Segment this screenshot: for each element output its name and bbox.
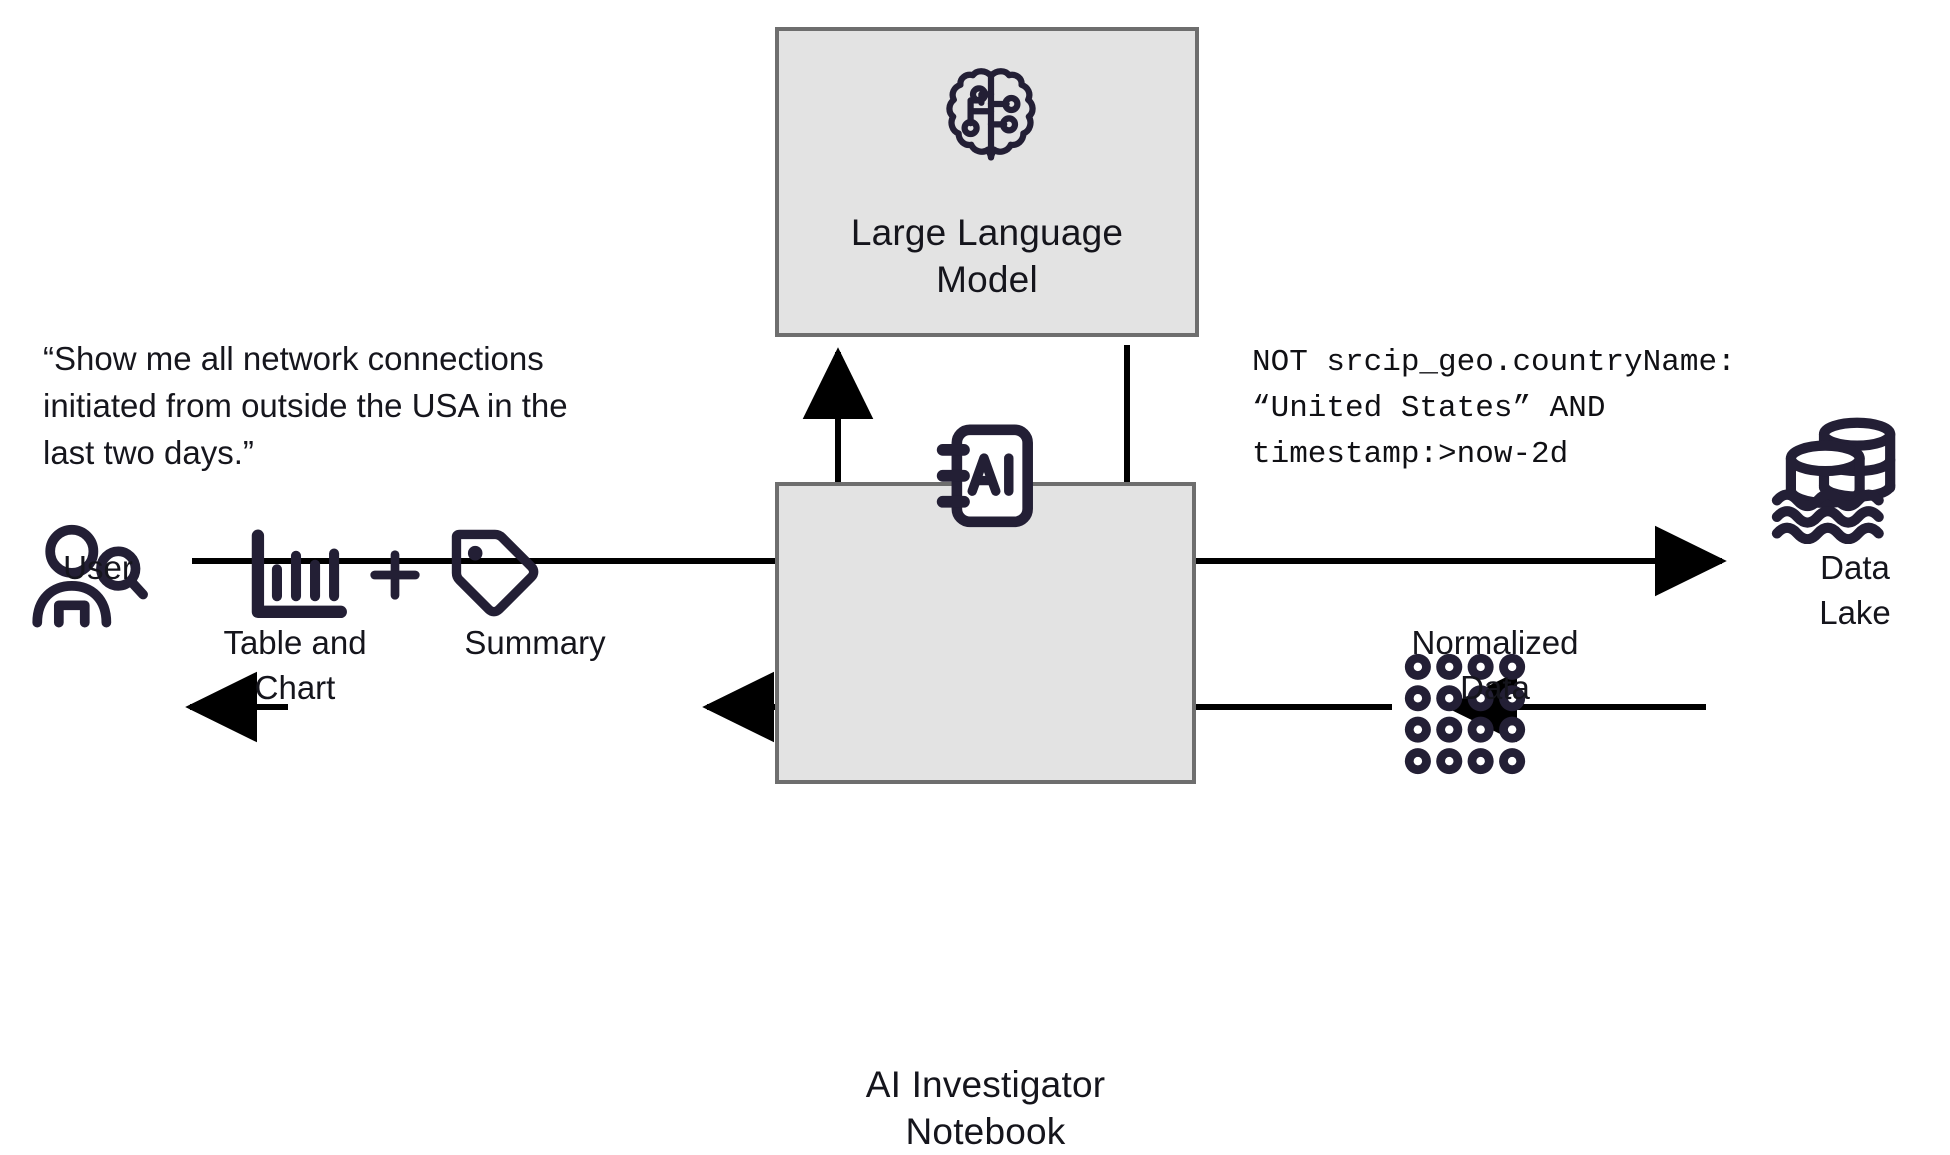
dot-grid-icon [1404,653,1526,775]
bar-chart-icon [251,529,347,618]
data-lake-label: Data Lake [1819,549,1891,631]
user-search-icon [32,524,148,628]
large-language-model-box[interactable]: Large Language Model [775,27,1199,337]
table-and-chart-label: Table and Chart [223,624,367,706]
summary-label: Summary [464,624,606,661]
notebook-box-label: AI Investigator Notebook [865,1064,1106,1152]
brain-icon [946,68,1036,161]
diagram-canvas: Large Language Model AI Investigator Not… [32,27,1896,1152]
data-lake-icon [1771,417,1896,544]
ai-notebook-icon [936,424,1033,528]
user-label: User [63,549,133,586]
llm-box-label: Large Language Model [850,212,1124,300]
normalized-data-label: Normalized Data [1411,624,1579,706]
user-quote-text: “Show me all network connections initiat… [43,340,568,471]
generated-query-text: NOT srcip_geo.countryName: “United State… [1252,345,1736,472]
plus-icon [370,550,420,600]
tag-icon [451,529,539,617]
